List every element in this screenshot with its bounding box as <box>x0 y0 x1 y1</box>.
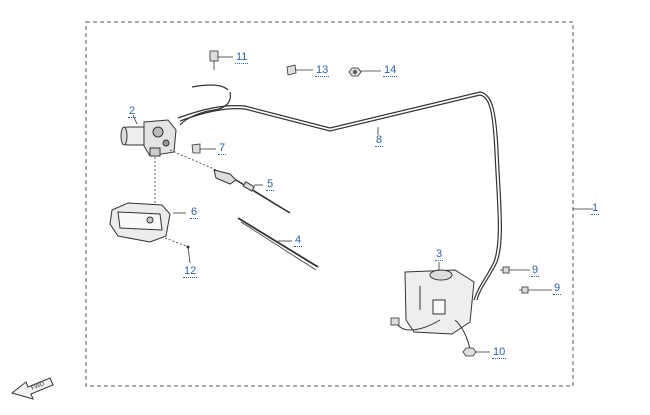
leader-lines <box>132 56 593 353</box>
callout-3: 3 <box>435 248 444 261</box>
callout-5: 5 <box>266 178 275 191</box>
callout-14: 14 <box>383 64 398 77</box>
nut-10 <box>462 347 477 357</box>
callout-9b: 9 <box>553 282 562 295</box>
callout-8: 8 <box>375 134 384 147</box>
washer-tank <box>404 269 475 335</box>
callout-6: 6 <box>190 206 199 219</box>
fwd-arrow-icon <box>10 377 54 400</box>
callout-10: 10 <box>492 346 507 359</box>
connector <box>390 317 400 326</box>
callout-9a: 9 <box>531 264 540 277</box>
bolt-9a <box>500 266 510 274</box>
bolt-9b <box>519 286 529 294</box>
callout-1: 1 <box>591 202 600 215</box>
wiper-arm <box>213 169 291 214</box>
callout-7: 7 <box>218 142 227 155</box>
nut-14 <box>348 67 362 77</box>
callout-12: 12 <box>183 265 198 278</box>
callout-13: 13 <box>315 64 330 77</box>
hose-clip <box>191 143 201 154</box>
washer-hose <box>177 84 502 301</box>
motor-cover <box>109 202 171 243</box>
bolt-11 <box>209 50 219 70</box>
wiper-blade <box>237 217 319 271</box>
callout-4: 4 <box>294 234 303 247</box>
fwd-label: FWD <box>31 381 47 392</box>
screw-12 <box>186 245 190 249</box>
callout-2: 2 <box>128 105 137 118</box>
assembly-frame <box>85 21 574 387</box>
callout-11: 11 <box>235 51 249 64</box>
wiper-motor <box>120 119 177 157</box>
part-13 <box>286 64 297 76</box>
